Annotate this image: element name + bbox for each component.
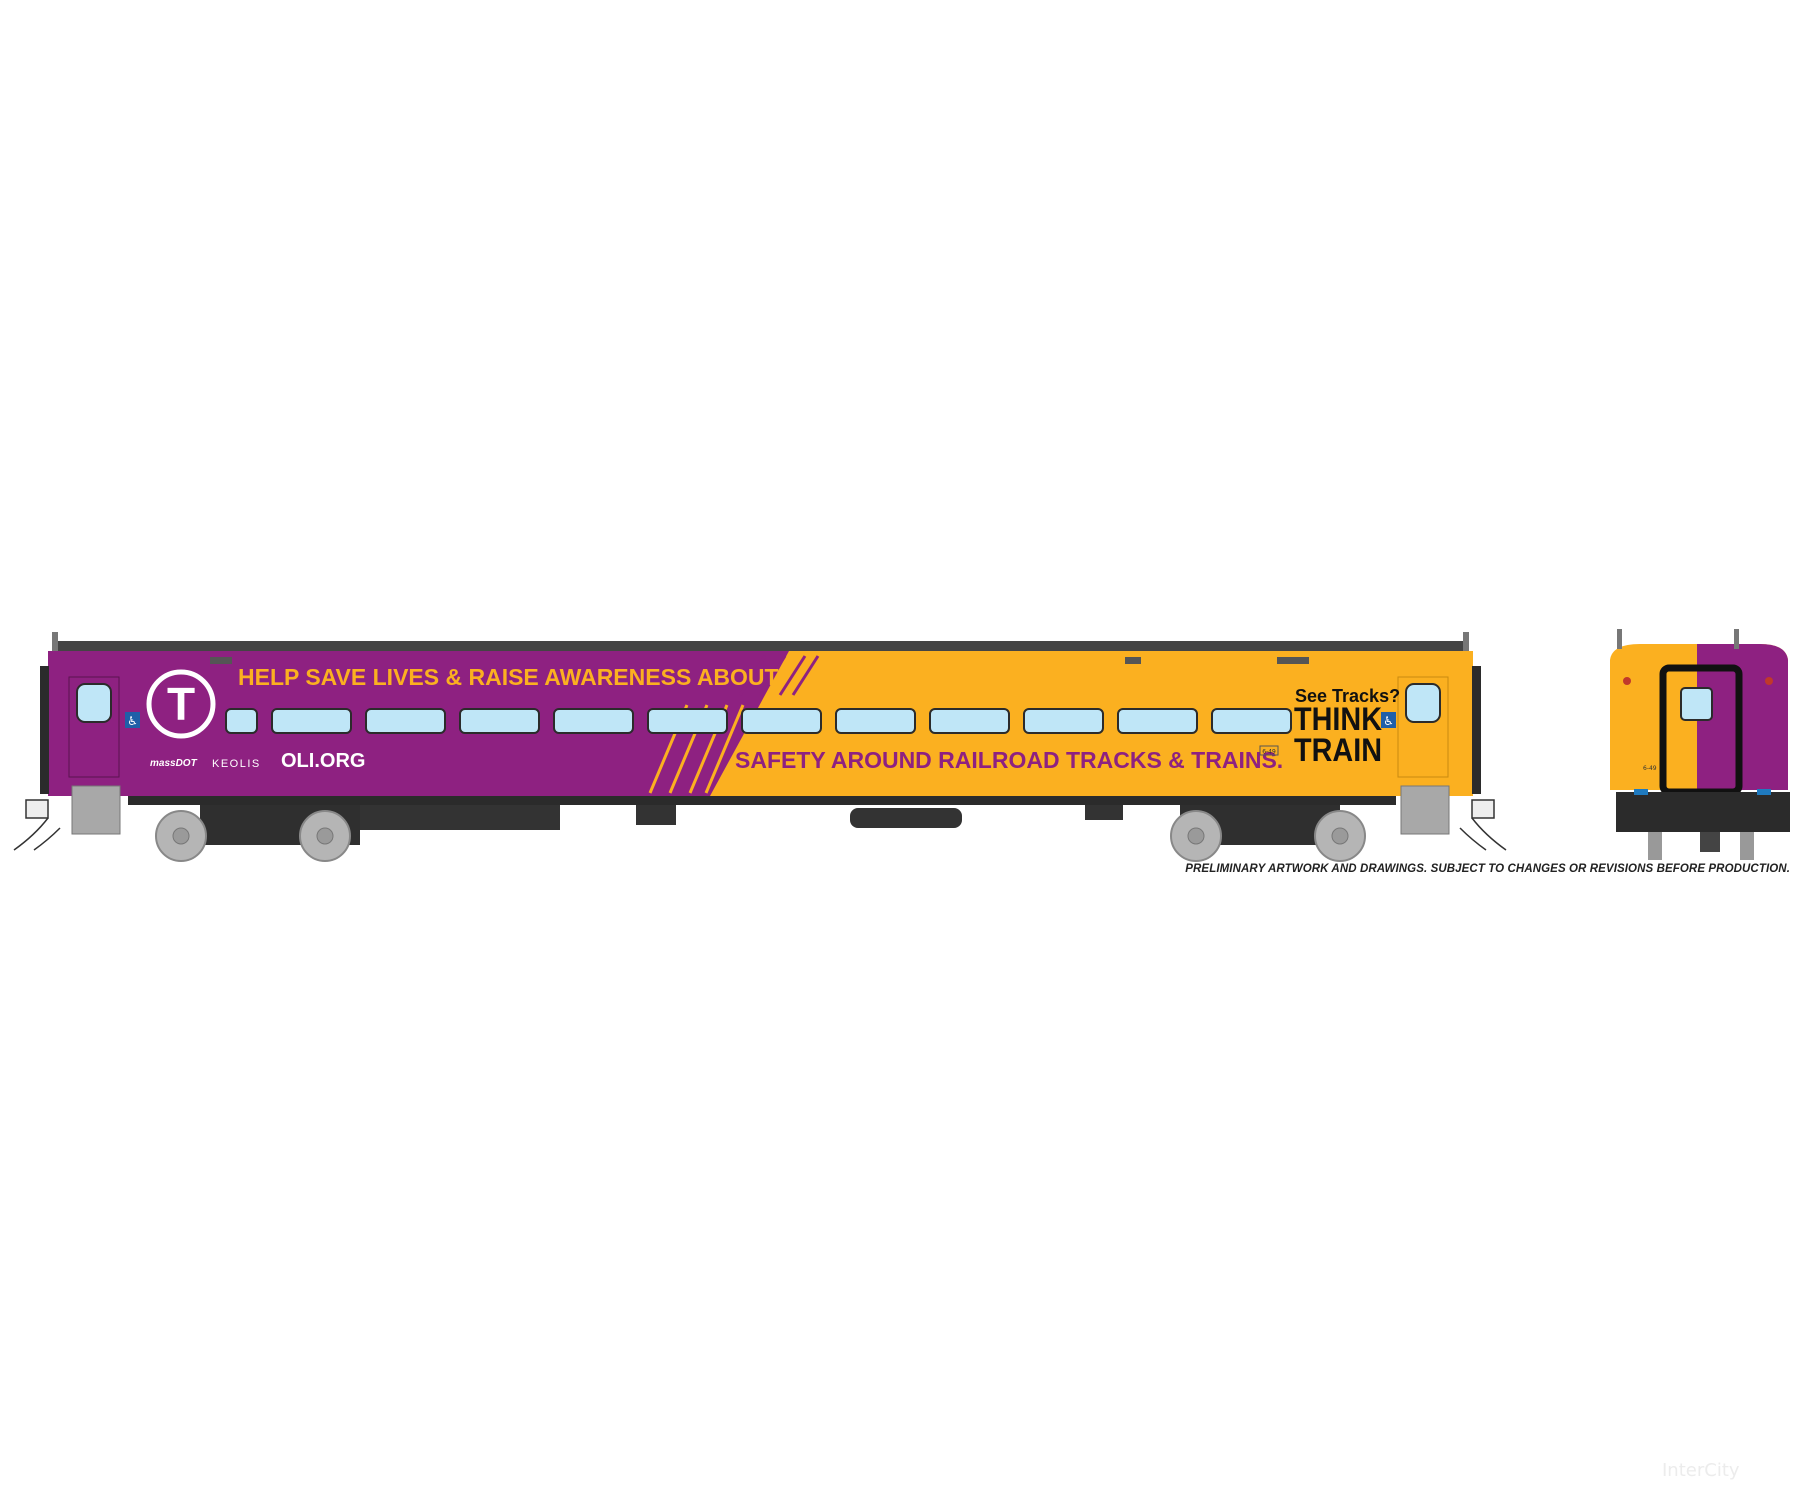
wheel [1314, 810, 1366, 862]
accessibility-icon-right [1381, 712, 1396, 728]
underframe [128, 796, 1396, 805]
equipment-box [1085, 805, 1123, 820]
coupler-left [13, 799, 61, 851]
roof-vent [1277, 657, 1309, 664]
end-door-window [1680, 687, 1713, 721]
car-number-plate [1259, 745, 1279, 756]
wheel [299, 810, 351, 862]
accessibility-icon [125, 712, 140, 728]
wheel [1170, 810, 1222, 862]
end-horn [1734, 629, 1739, 649]
watermark-logo: InterCity [1662, 1460, 1740, 1481]
step-left [71, 785, 121, 835]
svg-text:♿: ♿ [127, 714, 138, 728]
side-view: ♿ ♿ T HELP SAVE LIVES & RAISE AWARENESS … [13, 632, 1507, 862]
equipment-box [636, 805, 676, 825]
roof-vent [1125, 657, 1141, 664]
svg-text:See Tracks?: See Tracks? [1295, 686, 1400, 706]
end-step [1740, 832, 1754, 860]
window-row [225, 708, 1292, 734]
door-window-left [76, 683, 112, 723]
marker-light [1765, 677, 1773, 685]
website: OLI.ORG [281, 750, 365, 772]
end-light [1634, 789, 1648, 795]
keolis-logo: KEOLIS [212, 758, 261, 770]
air-tank [850, 808, 962, 828]
slogan-bottom: SAFETY AROUND RAILROAD TRACKS & TRAINS. [735, 747, 1283, 773]
end-underframe [1616, 792, 1790, 832]
svg-text:TRAIN: TRAIN [1294, 732, 1382, 768]
end-left [40, 666, 49, 794]
roof [56, 641, 1466, 651]
door-right [1397, 676, 1449, 778]
end-view: 6-49 [1610, 629, 1790, 860]
svg-text:THINK: THINK [1294, 701, 1382, 737]
slogan-top: HELP SAVE LIVES & RAISE AWARENESS ABOUT [238, 664, 779, 690]
coupler-right [1459, 799, 1507, 851]
mbta-t-logo: T [146, 669, 216, 739]
roof-vent [210, 657, 232, 664]
end-coupler [1700, 832, 1720, 852]
end-step [1648, 832, 1662, 860]
svg-text:T: T [167, 678, 195, 730]
svg-text:6-49: 6-49 [1643, 765, 1657, 772]
svg-text:♿: ♿ [1383, 714, 1394, 728]
disclaimer: PRELIMINARY ARTWORK AND DRAWINGS. SUBJEC… [1185, 863, 1790, 875]
wheel [155, 810, 207, 862]
think-train-logo: See Tracks? THINK TRAIN [1294, 686, 1400, 768]
roof-end-left [52, 632, 58, 652]
end-light [1757, 789, 1771, 795]
door-left [68, 676, 120, 778]
svg-text:6-49: 6-49 [1262, 749, 1276, 756]
equipment-box [360, 805, 560, 830]
door-window-right [1405, 683, 1441, 723]
roof-end-right [1463, 632, 1469, 652]
massdot-logo: massDOT [150, 758, 198, 769]
end-horn [1617, 629, 1622, 649]
end-right [1472, 666, 1481, 794]
marker-light [1623, 677, 1631, 685]
step-right [1400, 785, 1450, 835]
